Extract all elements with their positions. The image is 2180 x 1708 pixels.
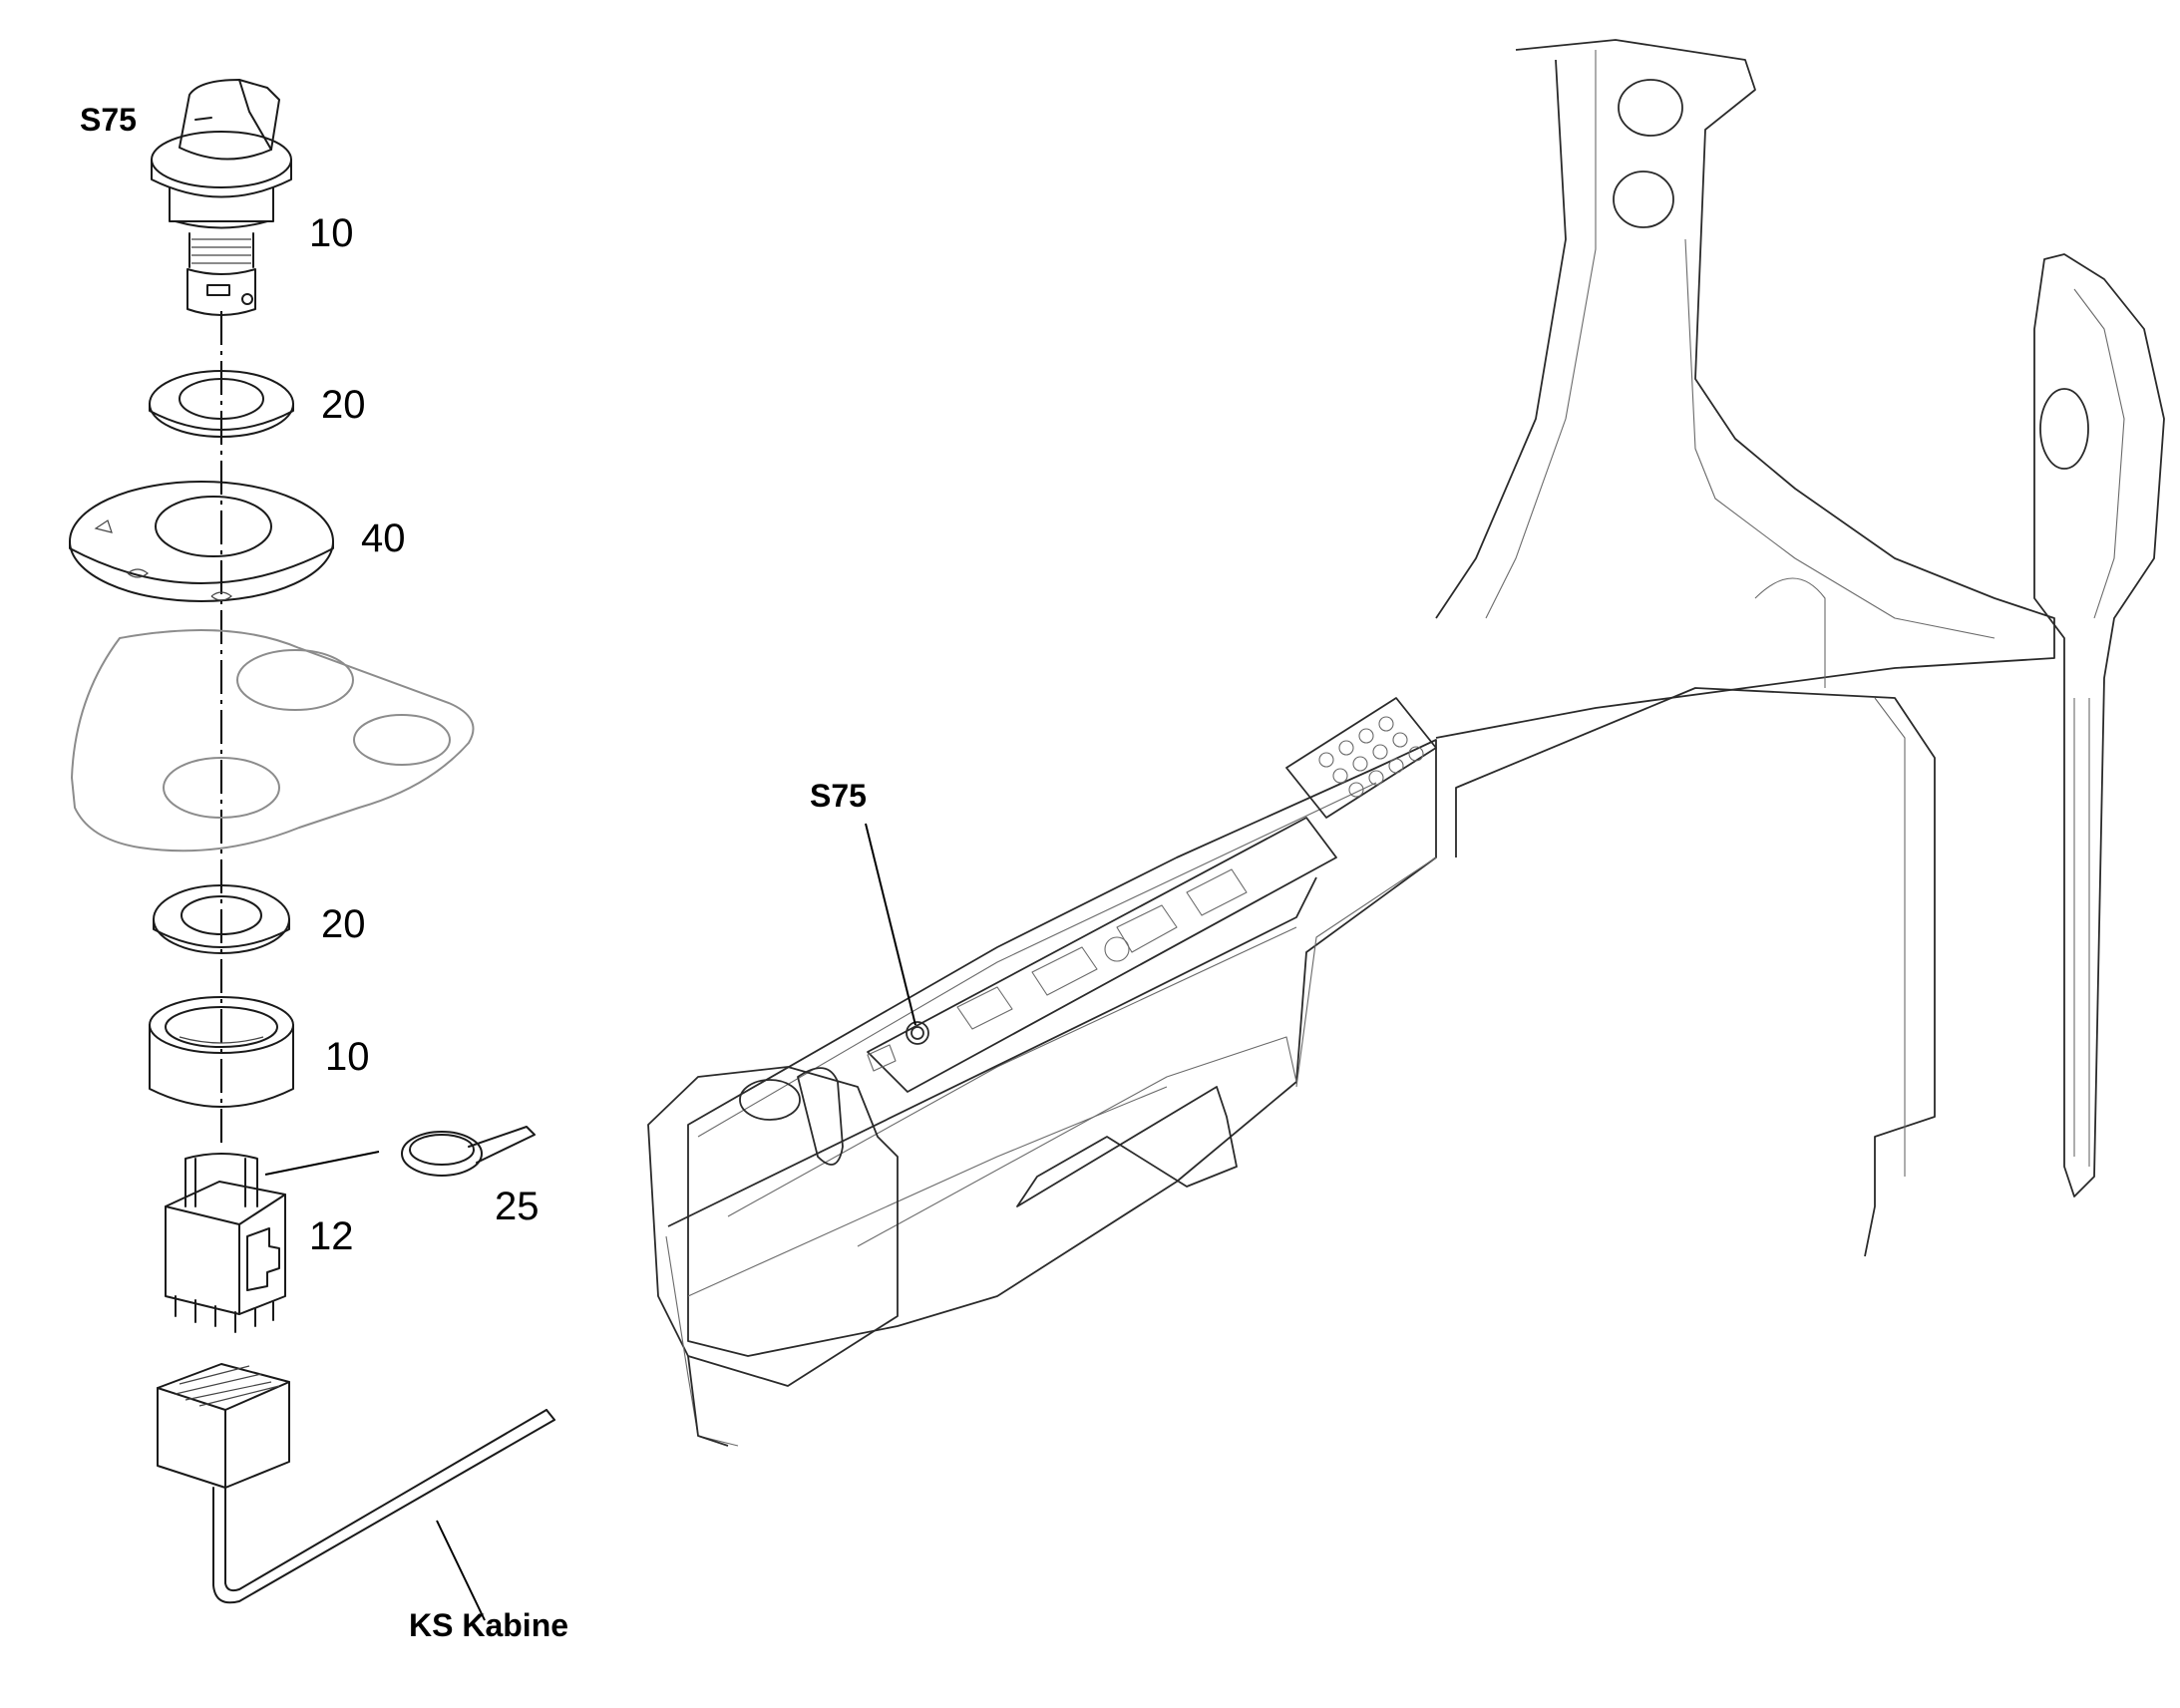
item-number-switch-block: 12 (309, 1214, 354, 1258)
wire-connector (157, 1363, 290, 1489)
leader-harness (436, 1520, 486, 1621)
rotary-knob (151, 79, 292, 316)
item-number-cable-tie: 25 (495, 1185, 540, 1228)
label-harness: KS Kabine (409, 1607, 569, 1643)
leader-s75-cab (865, 823, 916, 1026)
switch-block (165, 1153, 286, 1333)
label-s75-exploded: S75 (80, 102, 137, 138)
item-number-ring-top: 20 (321, 383, 366, 427)
item-number-nut: 10 (325, 1035, 370, 1079)
mounting-nut (149, 996, 294, 1108)
ring-top (149, 370, 294, 438)
item-number-knob: 10 (309, 211, 354, 255)
panel-cutout (70, 629, 475, 853)
label-plate (69, 481, 334, 602)
cab-structure (647, 39, 2165, 1447)
item-number-label-plate: 40 (361, 516, 406, 560)
label-s75-cab: S75 (810, 778, 867, 814)
ring-bottom (153, 884, 290, 954)
s75-location-marker (906, 1021, 929, 1045)
leader-12 (264, 1151, 380, 1176)
exploded-view (69, 79, 555, 1621)
cable-tie (401, 1126, 536, 1177)
item-number-ring-bottom: 20 (321, 902, 366, 946)
wire-harness (212, 1409, 555, 1604)
